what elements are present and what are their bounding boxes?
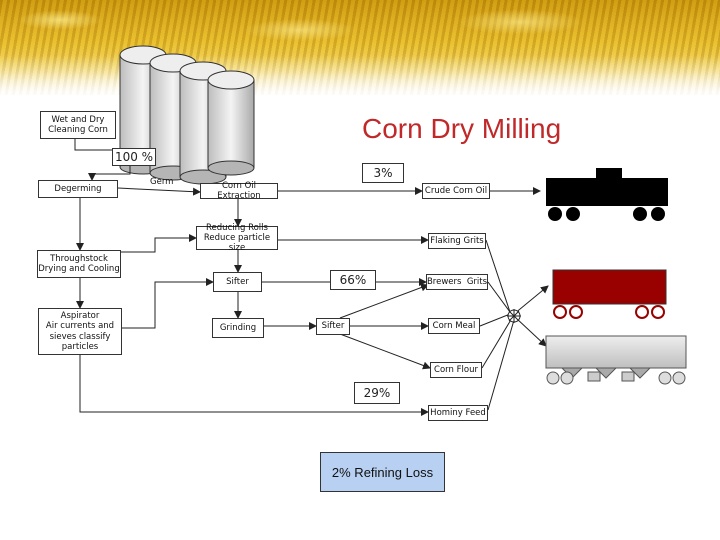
flow-cleaning-to-input xyxy=(74,138,113,151)
step-grinding: Grinding xyxy=(212,318,264,338)
step-reducing-rolls: Reducing Rolls Reduce particle size xyxy=(196,223,278,253)
flow-germ xyxy=(117,187,201,196)
product-brewers-grits: Brewers Grits xyxy=(426,274,488,290)
hopper-car-icon xyxy=(545,335,687,385)
refining-loss-box: 2% Refining Loss xyxy=(320,452,445,492)
step-degerming: Degerming xyxy=(38,180,118,198)
step-sifter: Sifter xyxy=(213,272,262,292)
flow-feed-to-cars xyxy=(487,319,515,411)
product-crude-oil: Crude Corn Oil xyxy=(422,183,490,199)
diagram-title: Corn Dry Milling xyxy=(362,113,562,144)
percent-input: 100 % xyxy=(112,148,156,166)
flow-sifter-to-grits xyxy=(339,283,429,319)
flow-input-to-degerming xyxy=(88,166,131,181)
product-corn-flour: Corn Flour xyxy=(430,362,482,378)
flow-corn-flour xyxy=(339,333,431,370)
box-car-icon xyxy=(552,269,667,319)
flow-to-reducing-rolls xyxy=(110,234,197,253)
product-hominy-feed: Hominy Feed xyxy=(428,405,488,421)
flow-flaking-to-cars xyxy=(485,239,511,313)
step-throughstock: Throughstock Drying and Cooling xyxy=(37,250,121,278)
step-aspirator: Aspirator Air currents and sieves classi… xyxy=(38,308,122,355)
junction-node xyxy=(507,309,521,323)
flow-flour-to-cars xyxy=(481,317,513,369)
flow-to-hopper-car xyxy=(515,317,547,347)
product-corn-meal: Corn Meal xyxy=(428,318,480,334)
product-flaking-grits: Flaking Grits xyxy=(428,233,486,249)
tank-car-icon xyxy=(546,168,668,221)
flow-aspirator-to-sifter xyxy=(122,278,214,329)
flow-to-box-car xyxy=(513,285,549,315)
silo xyxy=(207,70,255,176)
flow-meal-to-cars xyxy=(479,313,511,327)
percent-feed: 29% xyxy=(354,382,400,404)
percent-grits: 66% xyxy=(330,270,376,290)
flow-brewers-to-cars xyxy=(487,281,511,313)
step-cleaning: Wet and Dry Cleaning Corn xyxy=(40,111,116,139)
flow-to-hominy-feed xyxy=(79,355,429,416)
step-sifter-2: Sifter xyxy=(316,318,350,335)
percent-oil: 3% xyxy=(362,163,404,183)
step-oil-extraction: Corn Oil Extraction xyxy=(200,181,278,201)
label-germ: Germ xyxy=(150,177,174,187)
